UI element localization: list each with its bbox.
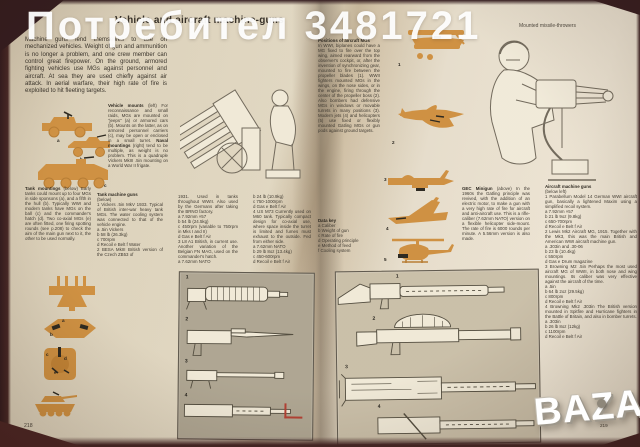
- aircraft-guns-drawings: [337, 283, 536, 440]
- running-head: Mounted missile-throwers: [519, 23, 576, 29]
- aircraft-gun-number-4: 4: [377, 403, 381, 410]
- tank-gun-number-1: 1: [185, 274, 189, 281]
- data-key-heading: Data key: [318, 218, 337, 223]
- tank-top-view-silhouette: [44, 347, 76, 380]
- tank-mg-heading: Tank machine guns: [97, 192, 138, 197]
- tank-gun-number-4: 4: [184, 392, 188, 399]
- jet-silhouette: [388, 170, 454, 191]
- hatch-label: d: [64, 356, 67, 361]
- aircraft-number-4: 4: [386, 226, 389, 231]
- tank-mountings-heading: Tank mountings: [25, 186, 61, 191]
- armored-car-silhouette: [68, 134, 110, 157]
- gec-minigun-heading: GEC Minigun: [462, 186, 493, 191]
- tank-gun-number-2: 2: [185, 316, 189, 323]
- aircraft-positions-text: Positions of aircraft MGs In WWI, biplan…: [318, 38, 380, 134]
- photo-corner-bottom-right: [596, 433, 640, 447]
- aircraft-guns-figure-box: 1 2 3 4: [334, 268, 542, 446]
- tank-mountings-text: Tank mountings (below) Early tanks could…: [25, 186, 91, 242]
- tank-mg-column-1: Tank machine guns (below) 1 Vickers .5in…: [97, 192, 163, 258]
- photo-edge-bottom: [0, 437, 640, 447]
- modern-tank-silhouette: [35, 391, 77, 417]
- user-watermark: Потребител 3481721: [26, 4, 482, 48]
- aircraft-number-3: 3: [384, 177, 387, 182]
- biplane-silhouette: [408, 30, 465, 60]
- data-key: Data key a Caliber b Weight of gun c Rat…: [318, 218, 380, 253]
- aircraft-gun-number-3: 3: [345, 364, 348, 371]
- fighter-silhouette: [398, 105, 464, 128]
- red-corner-mark: [284, 403, 303, 419]
- jeep-silhouette: [42, 111, 92, 138]
- right-page-number: 219: [600, 423, 608, 428]
- photo-corner-top-right: [592, 0, 640, 15]
- sponson-label: a: [62, 318, 65, 323]
- helicopter-silhouette: [392, 238, 454, 263]
- coaxial-label: e: [54, 370, 57, 375]
- photo-edge-top: [0, 0, 640, 5]
- apc-silhouette: [38, 156, 108, 189]
- vehicle-mounts-text: Vehicle mounts (left) For reconnaissance…: [108, 103, 168, 169]
- page-title: Vehicle and aircraft machine-guns: [115, 15, 284, 26]
- quad-vickers-mounting-illustration: [180, 89, 301, 179]
- hull-label: b: [50, 332, 53, 337]
- aircraft-positions-heading: Positions of aircraft MGs: [318, 38, 370, 43]
- naval-quad-mount-silhouette: [49, 276, 95, 311]
- jeep-label: a: [57, 138, 60, 143]
- wwi-tank-top-silhouette: [44, 319, 96, 338]
- aircraft-mg-heading: Aircraft machine guns: [545, 184, 592, 189]
- photo-corner-top-left: [0, 0, 64, 52]
- minigun-gunner-illustration: [490, 40, 614, 181]
- delta-jet-silhouette: [388, 197, 448, 224]
- vehicle-mounts-heading: Vehicle mounts: [108, 103, 144, 108]
- aircraft-gun-number-2: 2: [372, 315, 376, 322]
- tank-mg-column-2: 1931. Used in tanks throughout WWII. Als…: [178, 194, 238, 265]
- photo-edge-left: [0, 0, 11, 447]
- tank-guns-drawings: [183, 286, 294, 418]
- photo-corner-bottom-left: [0, 421, 84, 447]
- aircraft-gun-number-1: 1: [395, 273, 399, 280]
- aircraft-number-2: 2: [392, 140, 395, 145]
- photo-edge-right: [636, 0, 640, 447]
- aircraft-mg-text: Aircraft machine guns (below left) 1 Par…: [545, 184, 637, 340]
- bazar-logo-dot-icon: [597, 399, 606, 408]
- aircraft-number-5: 5: [384, 257, 387, 262]
- apc-label: c: [104, 183, 107, 188]
- aircraft-number-1: 1: [398, 62, 401, 67]
- naval-mountings-heading: Naval mountings: [108, 138, 168, 149]
- ball-label: c: [46, 352, 49, 357]
- tank-guns-figure-box: 1 2 3 4: [177, 271, 315, 441]
- gec-minigun-text: GEC Minigun (above) In the 1960s the Gat…: [462, 186, 530, 242]
- tank-mg-column-3: b 24 lb (10.9kg) c 750-1000rpm d Gas e B…: [253, 194, 311, 265]
- tank-gun-number-3: 3: [184, 358, 188, 365]
- intro-paragraph: Machine guns lend themselves to use on m…: [25, 37, 167, 95]
